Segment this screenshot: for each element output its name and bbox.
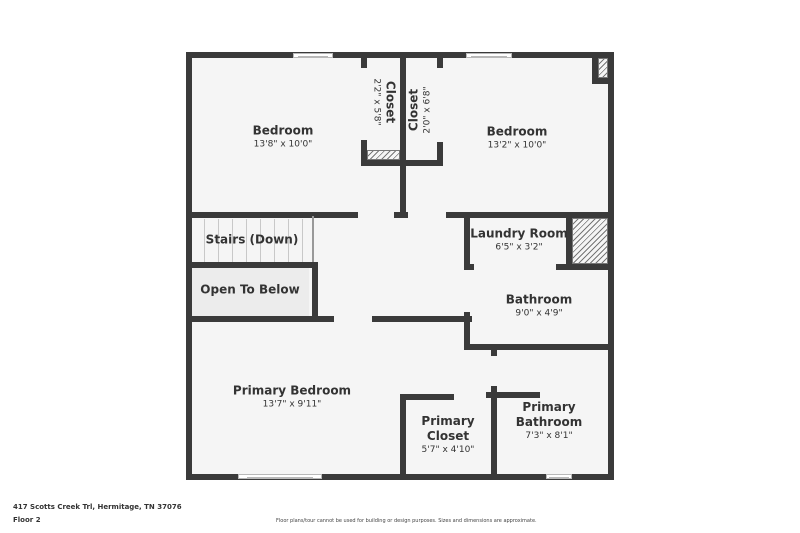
window [238,474,322,479]
wall [361,160,406,166]
floor-label: Floor 2 [13,516,41,524]
room-stairs: Stairs (Down) [205,232,299,247]
disclaimer-text: Floor plans/tour cannot be used for buil… [276,518,537,524]
wall [186,262,318,268]
hatched-chase [572,218,608,264]
stair-tread [204,219,205,264]
wall [437,142,443,166]
window [293,53,333,58]
wall [464,212,470,268]
wall [486,392,540,398]
stair-tread [274,219,275,264]
wall [186,212,358,218]
wall [400,394,406,480]
wall [400,52,406,218]
window [466,53,512,58]
wall [592,78,614,84]
wall [592,52,598,84]
open-to-below-area [192,268,309,316]
wall [464,312,470,350]
wall [437,52,443,68]
wall [361,52,367,68]
address-label: 417 Scotts Creek Trl, Hermitage, TN 3707… [13,503,182,511]
stair-tread [260,219,261,264]
room-open-to-below: Open To Below [200,282,300,297]
window [546,474,572,479]
hatched-chase [598,58,608,78]
wall [372,316,472,322]
wall [464,264,474,270]
stair-tread [218,219,219,264]
wall [400,160,443,166]
stair-tread [288,219,289,264]
stair-tread [302,219,303,264]
wall [556,264,614,270]
wall [566,212,572,270]
stair-tread [232,219,233,264]
wall [361,140,367,166]
wall [400,394,454,400]
wall [312,262,318,320]
wall [491,344,497,356]
wall [186,316,334,322]
wall [446,212,614,218]
stair-edge [312,216,314,266]
wall [464,344,614,350]
hatched-chase [367,150,400,160]
stair-tread [246,219,247,264]
wall [491,386,497,480]
